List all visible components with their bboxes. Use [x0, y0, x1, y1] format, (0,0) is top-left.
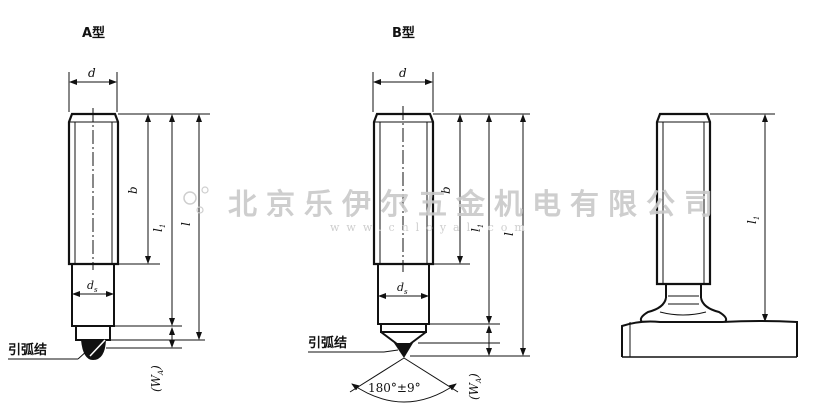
figure-a-dim-ds: ds — [87, 279, 98, 294]
watermark-logo-icon — [183, 191, 197, 205]
figure-b-dim-d: d — [399, 66, 407, 80]
figure-b-stud-body — [372, 106, 435, 345]
figure-a-dim-d: d — [88, 66, 96, 80]
figure-b-arc-tip — [394, 343, 413, 358]
figure-a-stud-body — [67, 108, 120, 341]
figure-a-dim-wa: (WA) — [149, 365, 165, 392]
figure-a-dim-l: l — [179, 222, 193, 226]
watermark-company: 北京乐伊尔五金机电有限公司 — [228, 187, 722, 221]
figure-a-dim-l1: l1 — [151, 224, 167, 232]
figure-b-type: B型 d ds b l1 — [308, 25, 530, 403]
figure-b-title: B型 — [392, 25, 415, 41]
figure-c-welded-stud: l1 — [621, 112, 798, 358]
figure-b-dim-b: b — [439, 186, 453, 194]
figure-a-callout: 引弧结 — [8, 342, 47, 358]
watermark: 北京乐伊尔五金机电有限公司 www.cnloyal.com — [183, 186, 722, 234]
figure-b-dim-wa: (WA) — [467, 373, 483, 400]
figure-a-dim-b: b — [126, 186, 140, 194]
figure-a-type: A型 d ds b l1 — [8, 25, 210, 392]
figure-a-title: A型 — [82, 25, 105, 41]
figure-c-dim-l1: l1 — [745, 216, 761, 224]
figure-b-callout: 引弧结 — [308, 335, 347, 351]
figure-b-dim-ds: ds — [397, 281, 408, 296]
figure-b-dim-l: l — [502, 232, 516, 236]
figure-b-dim-l1: l1 — [469, 224, 485, 232]
watermark-url: www.cnloyal.com — [330, 221, 532, 234]
figure-b-angle-label: 180°±9° — [368, 381, 421, 395]
